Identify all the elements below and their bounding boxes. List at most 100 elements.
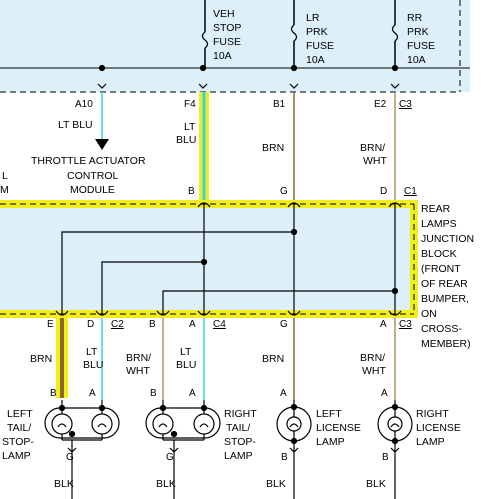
pin-c2-e: E [47,319,54,330]
jb-label-5: (FRONT [421,263,461,275]
pin-f4: F4 [184,99,196,110]
jb-label-3: JUNCTION [421,233,474,245]
ground-wire-4: BLK [366,478,386,490]
lower-wire-label-brn1: BRN [30,353,52,365]
pin-a10: A10 [75,99,93,110]
pin-c3-connector: C3 [399,319,412,330]
lamp-pin-5: A [280,388,287,399]
jb-label-10: MEMBER) [421,338,471,350]
lamp4-l2: LICENSE [416,422,461,434]
wire-e2-label-2: WHT [363,155,387,167]
lower-wire-label-brnwht1b: WHT [126,365,150,377]
lower-wire-label-brnwht1a: BRN/ [126,352,151,364]
tac-left-fragment-2: M [0,184,9,196]
fuse-lr-prk: LR PRK FUSE 10A [290,0,334,68]
pin-c3-a: A [380,319,387,330]
wire-f4-label-1: LT [184,121,196,133]
fuse-2-line1: LR [306,12,320,24]
lamp1-l2: TAIL/ [7,422,31,434]
left-license-lamp-label: LEFT LICENSE LAMP [316,408,361,448]
lamp-pin-6: A [381,388,388,399]
ground-pin-4: B [382,452,389,463]
left-tail-stop-lamp-label: LEFT TAIL/ STOP- LAMP [2,408,34,462]
wire-e2-label-1: BRN/ [360,142,385,154]
lower-wire-label-ltblu2a: LT [180,346,192,358]
lower-wire-label-ltblu1b: BLU [83,359,103,371]
ground-connector-marks [67,447,400,453]
ground-pin-1: G [66,452,74,463]
jb-label-7: BUMPER, [421,293,469,305]
pin-c1-g: G [280,186,288,197]
lower-wire-label-brnwht2b: WHT [362,365,386,377]
pin-c2-d: D [87,319,94,330]
tac-line3: MODULE [70,184,115,196]
rear-lamps-junction-block [0,200,418,318]
fuse-3-line1: RR [407,12,423,24]
lamp1-l3: STOP- [2,436,34,448]
junction-bottom-connector-marks [55,310,402,316]
pin-c4-a: A [189,319,196,330]
lamp-pin-4: A [189,388,196,399]
ground-pin-3: B [281,452,288,463]
junction-internal-wiring [61,204,399,314]
ground-wire-2: BLK [156,478,176,490]
lamp2-l4: LAMP [224,450,253,462]
lower-wire-label-brnwht2a: BRN/ [360,352,385,364]
fuse-3-line2: PRK [407,26,429,38]
fuse-block-connector-marks [97,64,400,89]
throttle-actuator-control-module: THROTTLE ACTUATOR CONTROL MODULE L M [0,155,146,196]
fuse-3-rating: 10A [407,54,426,66]
fuse-3-line3: FUSE [407,40,435,52]
ground-pin-2: G [166,452,174,463]
lamp-pin-1: B [50,388,57,399]
pin-c3-top: C3 [399,99,412,110]
lower-wire-label-ltblu2b: BLU [176,359,196,371]
fuse-rr-prk: RR PRK FUSE 10A [391,0,435,68]
right-license-lamp-icon [377,400,413,499]
lamp4-l1: RIGHT [416,408,449,420]
jb-label-9: CROSS- [421,323,462,335]
pin-c1-b: B [188,186,195,197]
lamp2-l1: RIGHT [224,408,257,420]
right-tail-stop-lamp-icon [145,400,221,499]
lamp4-l3: LAMP [416,436,445,448]
fuse-1-rating: 10A [213,50,232,62]
left-license-lamp-icon [276,400,312,499]
fuse-2-rating: 10A [306,54,325,66]
ground-wire-1: BLK [54,478,74,490]
lamp3-l1: LEFT [316,408,342,420]
jb-label-2: LAMPS [421,218,457,230]
lamp2-l3: STOP- [224,436,256,448]
fuse-block [0,0,470,93]
right-tail-stop-lamp-label: RIGHT TAIL/ STOP- LAMP [224,408,257,462]
lamp-pin-3: B [150,388,157,399]
lamp1-l4: LAMP [2,450,31,462]
right-license-lamp-label: RIGHT LICENSE LAMP [416,408,461,448]
wire-f4-label-2: BLU [176,134,196,146]
pin-c3-g: G [280,319,288,330]
wire-b1-label: BRN [262,142,284,154]
pin-c4-b: B [149,319,156,330]
fuse-1-line2: STOP [213,22,241,34]
lamp-pin-2: A [89,388,96,399]
pin-c4-connector: C4 [213,319,226,330]
fuse-2-line2: PRK [306,26,328,38]
fuse-1-line3: FUSE [213,36,241,48]
left-tail-stop-lamp-icon [44,400,120,499]
junction-top-connector-marks [197,202,402,208]
wire-a10-label: LT BLU [58,119,93,131]
jb-label-6: OF REAR [421,278,468,290]
arrow-to-tac-module [95,139,109,150]
pin-e2: E2 [374,99,387,110]
fuse-2-line3: FUSE [306,40,334,52]
lamp2-l2: TAIL/ [226,422,250,434]
jb-label-1: REAR [421,203,451,215]
lamp3-l3: LAMP [316,436,345,448]
pin-c2-connector: C2 [111,319,124,330]
lamp3-l2: LICENSE [316,422,361,434]
fuse-1-line1: VEH [213,8,235,20]
jb-label-8: ON [421,308,437,320]
pin-c1-connector: C1 [404,186,417,197]
tac-left-fragment-1: L [2,170,8,182]
